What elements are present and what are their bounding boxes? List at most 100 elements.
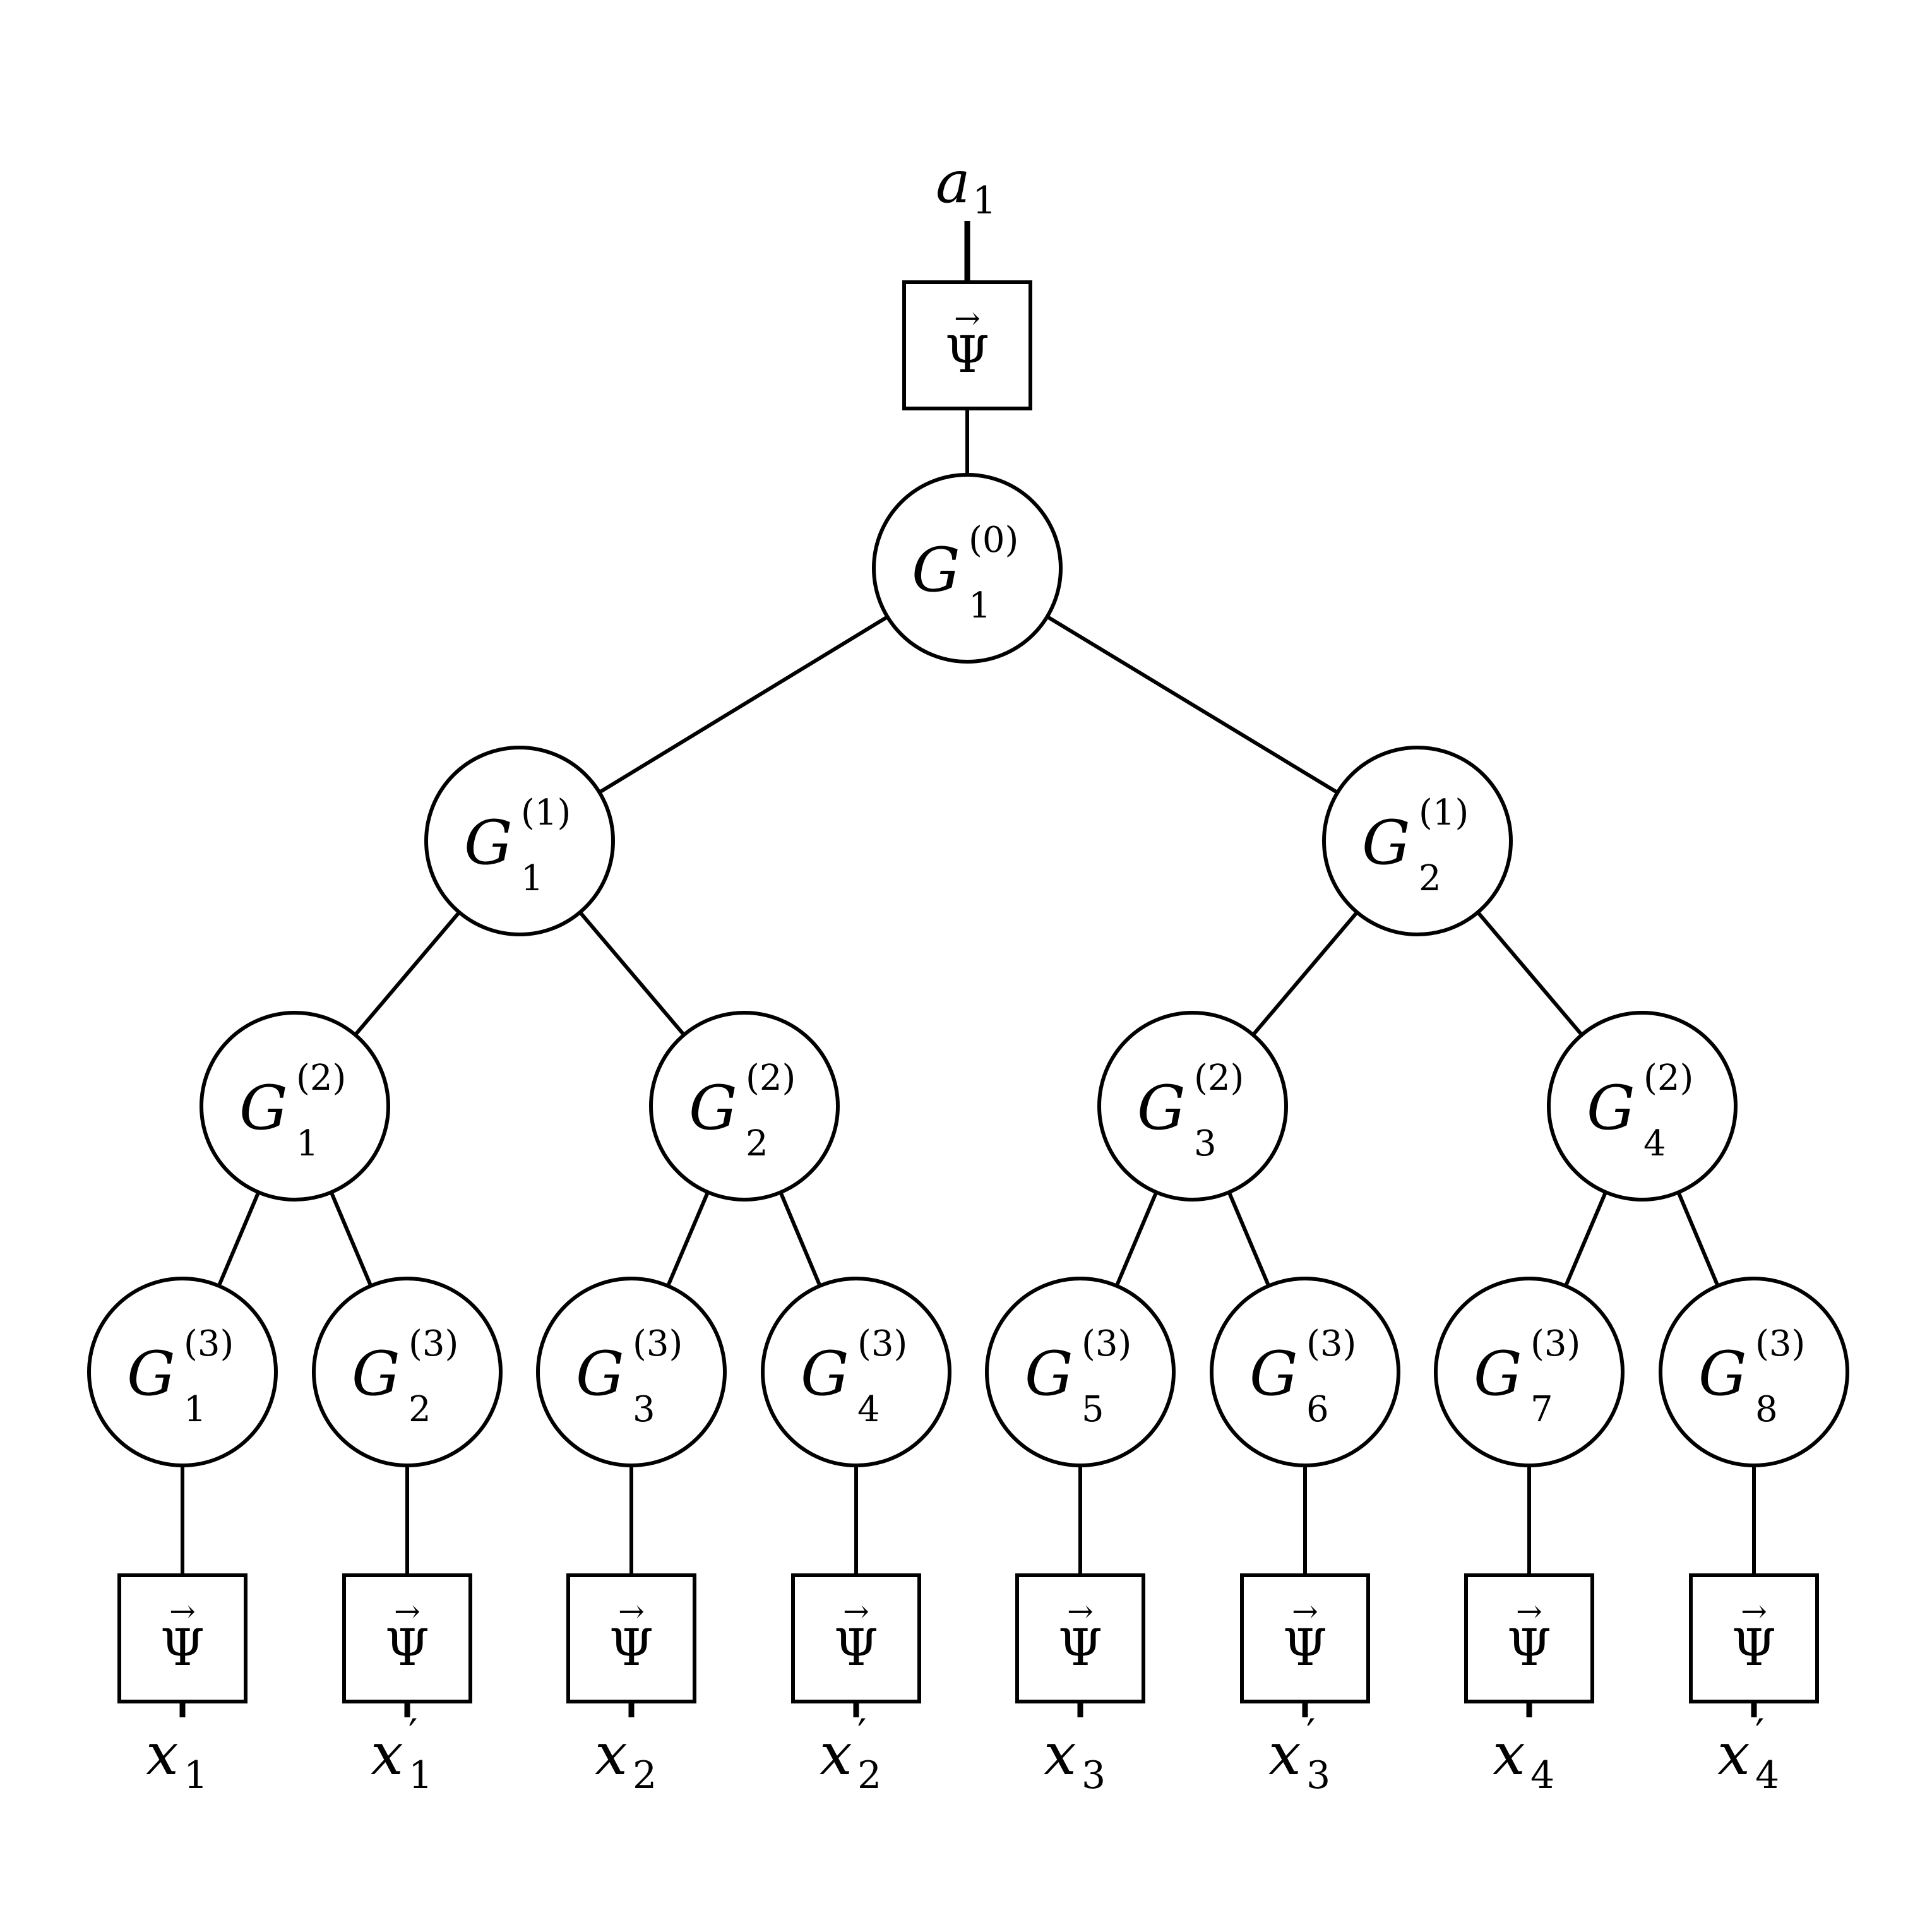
node-l2-1: G(2)1 bbox=[200, 1011, 390, 1202]
node-l3-7-circle bbox=[1434, 1277, 1625, 1467]
node-l2-1-circle bbox=[200, 1011, 390, 1202]
node-l3-5-label-main: G bbox=[1025, 1339, 1073, 1409]
leaf-psi-box-8-psi-symbol: Ψ bbox=[1732, 1618, 1776, 1677]
node-l1-2-label-sup: (1) bbox=[1419, 792, 1469, 833]
node-l3-1-label-main: G bbox=[127, 1339, 176, 1409]
vector-arrow-icon: → bbox=[1516, 1593, 1542, 1630]
edge-l2-to-l3-4 bbox=[778, 1191, 822, 1287]
node-l3-4-label-main: G bbox=[801, 1339, 849, 1409]
node-l3-2-label-sup: (3) bbox=[408, 1323, 458, 1364]
leaf-label-sub: 4 bbox=[1755, 1753, 1779, 1798]
top-label-sub: 1 bbox=[972, 179, 996, 223]
leaf-label-sub: 1 bbox=[408, 1753, 432, 1798]
node-l3-4: G(3) 4 bbox=[761, 1277, 951, 1467]
node-l3-7: G(3)7 bbox=[1434, 1277, 1625, 1467]
top-psi-box-rect bbox=[902, 280, 1032, 410]
node-l2-1-label-main: G bbox=[239, 1073, 288, 1143]
node-l3-8-label-main: G bbox=[1698, 1339, 1747, 1409]
node-l3-1-label-sup: (3) bbox=[184, 1323, 234, 1364]
leaf-psi-box-1: →Ψ bbox=[117, 1573, 247, 1703]
edge-l2-to-l3-5 bbox=[1114, 1191, 1159, 1287]
node-l3-6-label-sup: (3) bbox=[1306, 1323, 1356, 1364]
leaf-psi-box-4: →Ψ bbox=[791, 1573, 921, 1703]
top-label-main: a bbox=[936, 148, 970, 216]
edge-root-to-l1-2 bbox=[1046, 615, 1339, 794]
leaf-label-sub: 4 bbox=[1530, 1753, 1554, 1798]
edge-l2-to-l3-3 bbox=[666, 1191, 710, 1287]
node-l2-3: G(2)3 bbox=[1097, 1011, 1288, 1202]
top-psi-box-psi-symbol: Ψ bbox=[945, 325, 989, 384]
leaf-label-sub: 3 bbox=[1082, 1753, 1106, 1798]
node-l3-3-label-sup: (3) bbox=[633, 1323, 683, 1364]
leaf-label-main: x bbox=[371, 1720, 403, 1788]
node-l1-1-label-main: G bbox=[464, 808, 513, 878]
leaf-psi-box-2: →Ψ bbox=[342, 1573, 472, 1703]
vector-arrow-icon: → bbox=[618, 1593, 645, 1630]
nodes-layer: →ΨG(0)1G(1)1G(1)2G(2)1G(2)2G(2)3G(2)4G(3… bbox=[87, 280, 1849, 1703]
node-l2-4-label-sup: (2) bbox=[1643, 1058, 1693, 1099]
edge-l2-to-l3-7 bbox=[1564, 1191, 1607, 1287]
node-l2-4-label-main: G bbox=[1587, 1073, 1635, 1143]
node-l3-5-label-sup: (3) bbox=[1082, 1323, 1131, 1364]
node-l3-4-label-sup: (3) bbox=[857, 1323, 907, 1364]
vector-arrow-icon: → bbox=[1292, 1593, 1318, 1630]
node-root-label-main: G bbox=[912, 535, 960, 605]
node-l1-1-circle bbox=[424, 746, 615, 936]
node-l3-2-label-main: G bbox=[352, 1339, 400, 1409]
node-l2-2-label-main: G bbox=[689, 1073, 737, 1143]
edge-l1-to-l2-2 bbox=[578, 910, 686, 1037]
node-l3-8-label-sup: (3) bbox=[1755, 1323, 1805, 1364]
vector-arrow-icon: → bbox=[1741, 1593, 1767, 1630]
node-l1-1-label-sub: 1 bbox=[521, 858, 544, 899]
node-l3-4-label-sub: 4 bbox=[857, 1389, 880, 1430]
node-l3-8-label-sub: 8 bbox=[1755, 1389, 1778, 1430]
node-l2-3-circle bbox=[1097, 1011, 1288, 1202]
leaf-psi-box-7-psi-symbol: Ψ bbox=[1507, 1618, 1551, 1677]
leaf-label-main: x bbox=[1268, 1720, 1301, 1788]
node-l2-2-label-sup: (2) bbox=[746, 1058, 796, 1099]
node-l3-5-circle bbox=[985, 1277, 1176, 1467]
node-l2-2-label-sub: 2 bbox=[746, 1123, 768, 1164]
node-l3-1: G(3) 1 bbox=[87, 1277, 278, 1467]
node-l3-3-label-main: G bbox=[576, 1339, 624, 1409]
node-root-label-sub: 1 bbox=[969, 585, 991, 626]
leaf-psi-box-4-rect bbox=[791, 1573, 921, 1703]
edge-l1-to-l2-1 bbox=[354, 910, 461, 1037]
node-root: G(0)1 bbox=[872, 473, 1063, 664]
leaf-label-sub: 2 bbox=[857, 1753, 881, 1798]
leaf-label-sub: 3 bbox=[1306, 1753, 1330, 1798]
node-l2-3-label-main: G bbox=[1137, 1073, 1186, 1143]
leaf-label-main: x bbox=[1717, 1720, 1750, 1788]
vector-arrow-icon: → bbox=[843, 1593, 869, 1630]
leaf-psi-box-8-rect bbox=[1689, 1573, 1819, 1703]
leaf-label-sub: 1 bbox=[184, 1753, 208, 1798]
node-l3-4-circle bbox=[761, 1277, 951, 1467]
vector-arrow-icon: → bbox=[1067, 1593, 1094, 1630]
leaf-label-main: x bbox=[1493, 1720, 1525, 1788]
node-l2-3-label-sup: (2) bbox=[1194, 1058, 1244, 1099]
leaf-psi-box-7: →Ψ bbox=[1464, 1573, 1594, 1703]
leaf-psi-box-4-psi-symbol: Ψ bbox=[834, 1618, 878, 1677]
leaf-label-prime: ′ bbox=[1755, 1711, 1765, 1758]
leaf-psi-box-8: →Ψ bbox=[1689, 1573, 1819, 1703]
node-l3-7-label-main: G bbox=[1474, 1339, 1522, 1409]
top-psi-box: →Ψ bbox=[902, 280, 1032, 410]
leaf-psi-box-3-rect bbox=[566, 1573, 696, 1703]
leaf-psi-box-2-rect bbox=[342, 1573, 472, 1703]
leaf-label-prime: ′ bbox=[1306, 1711, 1316, 1758]
node-l2-1-label-sup: (2) bbox=[296, 1058, 346, 1099]
node-l3-6-label-main: G bbox=[1249, 1339, 1298, 1409]
node-l3-1-label-sub: 1 bbox=[184, 1389, 206, 1430]
node-l2-2-circle bbox=[649, 1011, 840, 1202]
node-root-circle bbox=[872, 473, 1063, 664]
edge-l2-to-l3-1 bbox=[217, 1191, 261, 1287]
leaf-psi-box-6-psi-symbol: Ψ bbox=[1283, 1618, 1327, 1677]
node-l3-6-label-sub: 6 bbox=[1306, 1389, 1329, 1430]
node-l3-3-label-sub: 3 bbox=[633, 1389, 655, 1430]
